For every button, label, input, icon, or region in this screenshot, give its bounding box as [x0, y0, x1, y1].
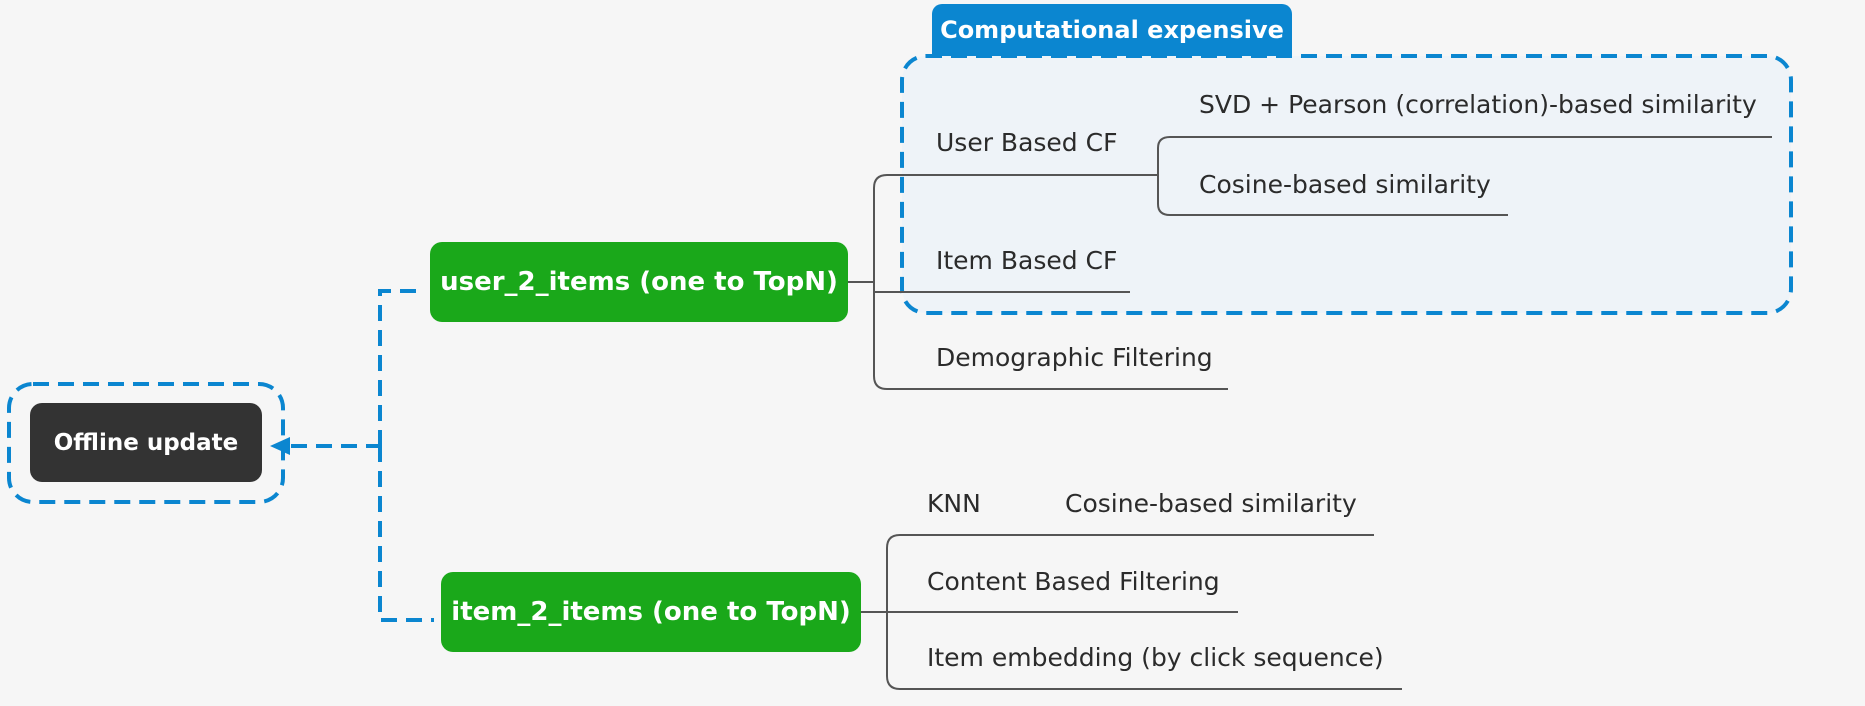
- leaf-item-embedding[interactable]: Item embedding (by click sequence): [927, 643, 1384, 672]
- root-connectors: [282, 289, 434, 622]
- leaf-item-based-cf[interactable]: Item Based CF: [936, 246, 1118, 275]
- callout-computational-expensive[interactable]: Computational expensive: [932, 4, 1292, 56]
- computational-expensive-region: [900, 54, 1793, 315]
- item-branch-connectors: [861, 534, 1402, 690]
- leaf-demographic-filtering[interactable]: Demographic Filtering: [936, 343, 1213, 372]
- leaf-cosine-similarity-item[interactable]: Cosine-based similarity: [1065, 489, 1357, 518]
- leaf-knn[interactable]: KNN: [927, 489, 981, 518]
- arrow-head-icon: [270, 437, 290, 455]
- leaf-content-based-filtering[interactable]: Content Based Filtering: [927, 567, 1220, 596]
- leaf-svd-pearson-similarity[interactable]: SVD + Pearson (correlation)-based simila…: [1199, 90, 1757, 119]
- user-branch-connectors: [848, 136, 1772, 390]
- leaf-cosine-similarity-user[interactable]: Cosine-based similarity: [1199, 170, 1491, 199]
- branch-node-item-2-items[interactable]: item_2_items (one to TopN): [441, 572, 861, 652]
- branch-node-user-2-items[interactable]: user_2_items (one to TopN): [430, 242, 848, 322]
- leaf-user-based-cf[interactable]: User Based CF: [936, 128, 1118, 157]
- root-boundary: [7, 382, 285, 504]
- root-node-offline-update[interactable]: Offline update: [30, 403, 262, 482]
